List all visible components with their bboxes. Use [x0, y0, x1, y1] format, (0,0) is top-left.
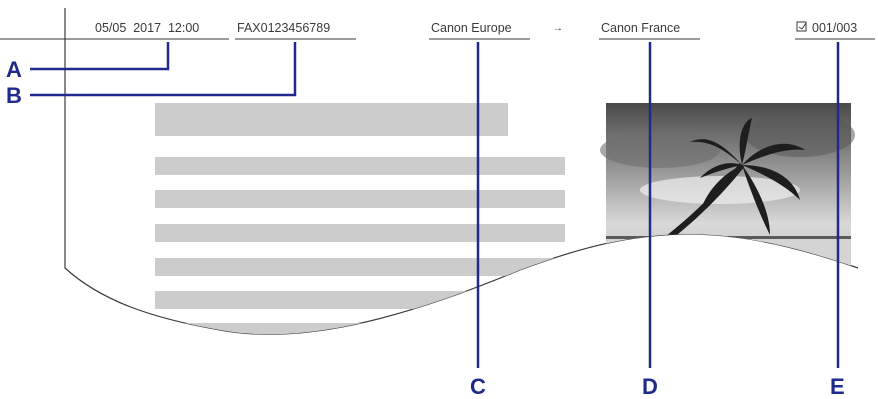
date-time-text: 05/05 2017 12:00 — [95, 21, 199, 35]
callout-label-b: B — [6, 83, 22, 108]
callout-label-a: A — [6, 57, 22, 82]
text-line-placeholder — [155, 224, 565, 242]
fax-header-line: 05/05 2017 12:00 FAX0123456789 Canon Eur… — [0, 21, 875, 40]
text-line-placeholder — [155, 291, 565, 309]
arrow-icon: → — [553, 23, 563, 34]
text-line-placeholder — [155, 258, 565, 276]
heading-placeholder — [155, 103, 508, 136]
callout-line-b — [30, 42, 297, 97]
text-line-placeholder — [155, 190, 565, 208]
callout-label-d: D — [642, 374, 658, 399]
callout-label-c: C — [470, 374, 486, 399]
callout-label-e: E — [830, 374, 845, 399]
page-icon — [796, 21, 807, 32]
callout-lines — [30, 42, 840, 368]
text-line-placeholder — [155, 157, 565, 175]
beach-palm-photo — [600, 103, 855, 303]
text-line-placeholder — [155, 323, 565, 335]
recipient-name-text: Canon France — [601, 21, 680, 35]
fax-number-text: FAX0123456789 — [237, 21, 330, 35]
sender-name-text: Canon Europe — [431, 21, 512, 35]
callout-line-a — [30, 42, 170, 71]
page-count-text: 001/003 — [812, 21, 857, 35]
